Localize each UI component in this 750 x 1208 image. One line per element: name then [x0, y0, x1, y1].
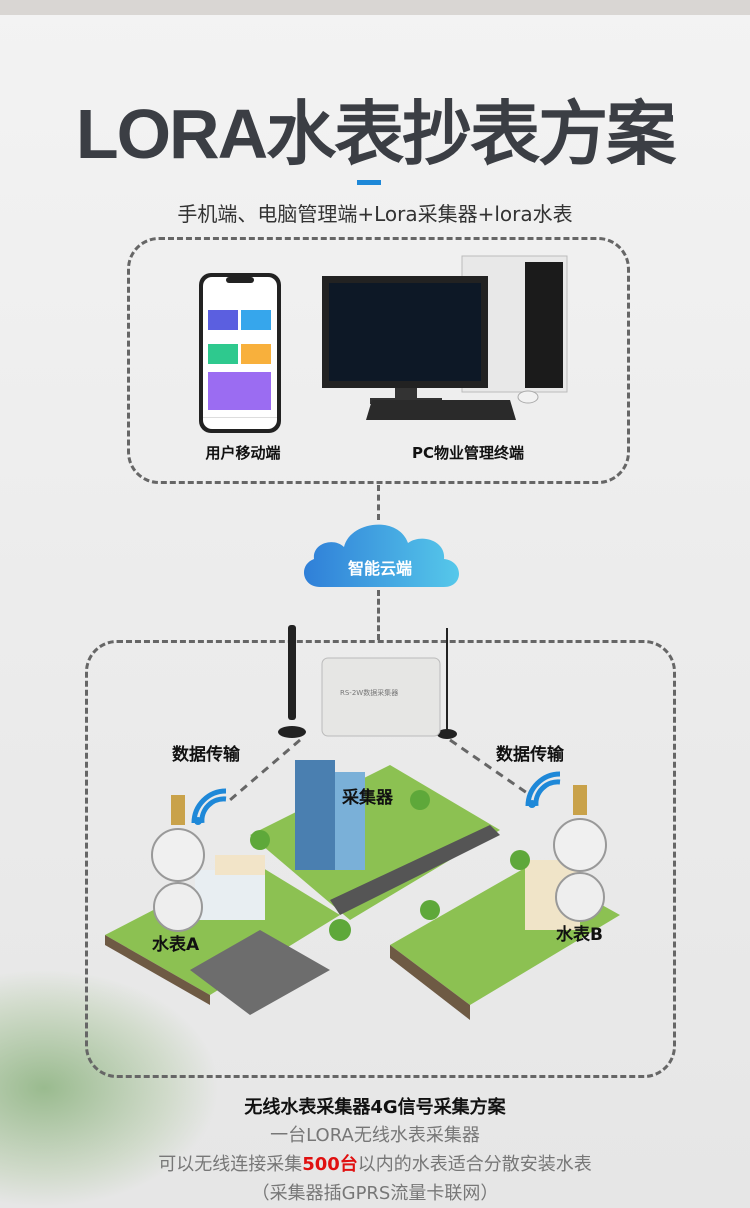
transmission-lines	[229, 738, 531, 802]
water-meter-a-icon	[151, 795, 205, 932]
cloud-label: 智能云端	[347, 559, 412, 578]
phone-icon	[199, 273, 281, 433]
transmit-label-left: 数据传输	[172, 745, 240, 765]
wifi-signal-icon	[525, 771, 561, 808]
collector-device-icon	[278, 625, 457, 739]
title-accent-bar	[357, 180, 381, 185]
decorative-leaf	[0, 968, 220, 1208]
page-title: LORA水表抄表方案	[75, 95, 676, 173]
terminals-box	[127, 237, 630, 484]
transmit-label-right: 数据传输	[496, 745, 564, 765]
footer-line1: 一台LORA无线水表采集器	[270, 1125, 480, 1146]
footer-line3: （采集器插GPRS流量卡联网）	[251, 1183, 499, 1204]
meter-a-label: 水表A	[152, 935, 200, 955]
wifi-signal-icon	[191, 788, 227, 825]
connector-line	[377, 485, 380, 520]
footer-highlight: 500台	[302, 1154, 358, 1175]
footer-heading: 无线水表采集器4G信号采集方案	[244, 1097, 506, 1118]
city-illustration	[105, 760, 620, 1020]
water-meter-b-icon	[553, 785, 607, 922]
top-bar	[0, 0, 750, 15]
footer-line2: 可以无线连接采集500台以内的水表适合分散安装水表	[0, 1150, 750, 1176]
mobile-terminal-label: 用户移动端	[205, 444, 281, 462]
pc-terminal-label: PC物业管理终端	[411, 444, 524, 462]
collector-label: 采集器	[342, 788, 393, 808]
footer-line2-post: 以内的水表适合分散安装水表	[357, 1154, 592, 1175]
meter-b-label: 水表B	[556, 925, 603, 945]
footer-line2-pre: 可以无线连接采集	[158, 1154, 303, 1175]
network-box	[85, 640, 676, 1078]
desktop-computer-icon	[322, 255, 568, 420]
connector-line	[377, 590, 380, 640]
collector-device-text: RS-2W数据采集器	[340, 689, 399, 697]
cloud-icon	[303, 524, 459, 587]
page-subtitle: 手机端、电脑管理端+Lora采集器+lora水表	[177, 202, 573, 226]
